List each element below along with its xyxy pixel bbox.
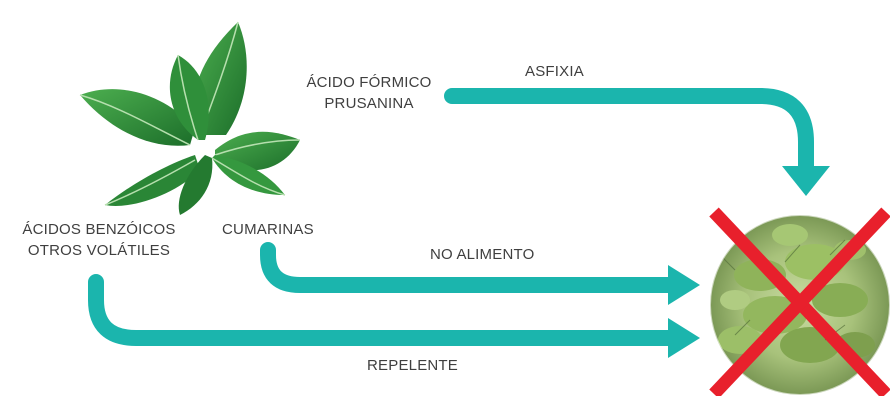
arrow-asfixia (444, 88, 830, 196)
mint-leaf-icon (79, 21, 301, 215)
arrow-no-alimento (260, 242, 700, 305)
asfixia-label: ASFIXIA (525, 63, 584, 80)
arrow-repelente (88, 274, 700, 358)
cross-icon (709, 207, 890, 396)
benzoic-acids-line1: ÁCIDOS BENZÓICOS (22, 221, 176, 238)
repelente-label: REPELENTE (367, 357, 458, 374)
benzoic-acids-label: ÁCIDOS BENZÓICOS OTROS VOLÁTILES (14, 219, 184, 261)
cumarinas-label: CUMARINAS (222, 221, 314, 238)
formic-acid-line2: PRUSANINA (324, 95, 414, 112)
benzoic-acids-line2: OTROS VOLÁTILES (27, 242, 171, 259)
formic-acid-label: ÁCIDO FÓRMICO PRUSANINA (296, 72, 442, 114)
formic-acid-line1: ÁCIDO FÓRMICO (306, 74, 432, 91)
no-alimento-label: NO ALIMENTO (430, 246, 535, 263)
